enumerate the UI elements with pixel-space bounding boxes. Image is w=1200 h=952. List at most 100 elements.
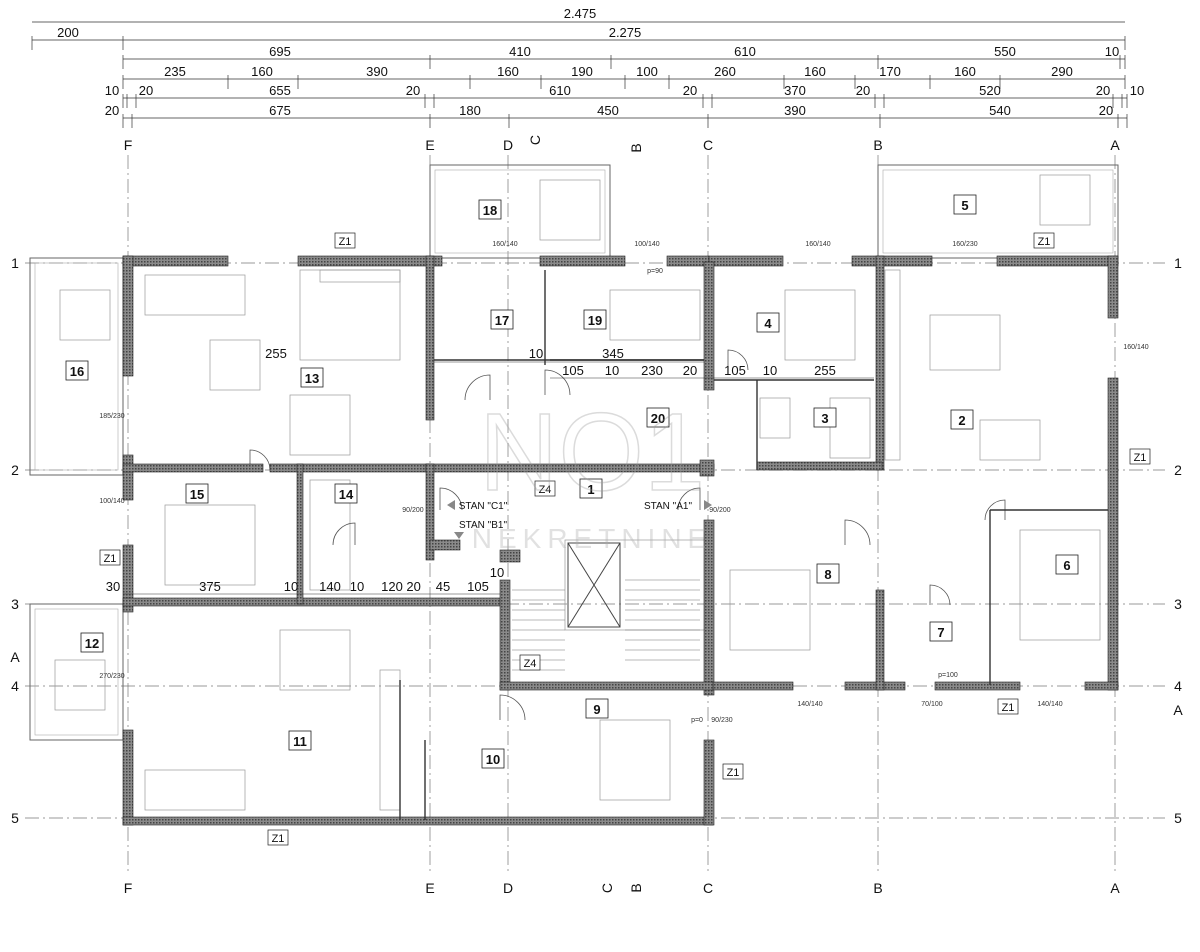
balcony-railing	[882, 169, 1114, 254]
tag-box	[519, 654, 541, 671]
dimension-label: 170	[879, 64, 901, 79]
dimension-label: 390	[784, 103, 806, 118]
dimension-label: 20	[139, 83, 153, 98]
tag-box	[334, 232, 356, 249]
opening-label: 160/140	[492, 241, 517, 248]
room-number-box	[756, 312, 780, 333]
opening-label: 90/200	[709, 507, 731, 514]
wall	[122, 729, 134, 826]
furniture-item	[759, 397, 791, 439]
wall	[122, 463, 264, 473]
dimension-label: 695	[269, 44, 291, 59]
axis-label-top: E	[425, 137, 434, 153]
room-number: 1	[587, 482, 594, 497]
axis-label-bottom: D	[503, 880, 513, 896]
axis-label-bottom: C	[703, 880, 713, 896]
axis-label-bottom: B	[873, 880, 882, 896]
axis-label-left: 1	[11, 255, 19, 271]
furniture-item	[829, 397, 871, 459]
door-swing	[464, 374, 491, 401]
furniture-item	[884, 269, 901, 461]
room-number: 16	[70, 364, 84, 379]
arrow-left-icon	[447, 500, 455, 510]
axis-label-top: A	[1110, 137, 1120, 153]
tag-box	[534, 480, 556, 497]
room-number-box	[300, 367, 324, 388]
opening-label: 185/230	[99, 413, 124, 420]
interior-dimension: 255	[814, 363, 836, 378]
wall	[1107, 255, 1119, 319]
dimension-label: 610	[549, 83, 571, 98]
interior-dimension: 10	[763, 363, 777, 378]
room-number-box	[583, 309, 607, 330]
furniture-item	[979, 419, 1041, 461]
tag-z1: Z1	[339, 236, 352, 248]
elevator-cross	[567, 542, 621, 628]
room-number-box	[185, 483, 209, 504]
axis-label-right: 1	[1174, 255, 1182, 271]
room-number: 13	[305, 371, 319, 386]
room-number: 17	[495, 313, 509, 328]
wall	[844, 681, 906, 691]
furniture-item	[609, 289, 701, 341]
dimension-label: 160	[251, 64, 273, 79]
wall	[425, 463, 435, 561]
interior-dimension: 30	[106, 579, 120, 594]
balcony-railing	[34, 262, 119, 471]
room-number: 3	[821, 411, 828, 426]
door-swing	[929, 584, 951, 606]
door-swing	[844, 519, 871, 546]
balconies	[29, 164, 1119, 741]
furniture-item	[289, 394, 351, 456]
wall	[703, 519, 715, 696]
room-number-box	[80, 632, 104, 653]
wall	[712, 681, 794, 691]
door-swing	[984, 499, 1006, 521]
wall	[708, 255, 784, 267]
opening-label: 70/100	[921, 701, 943, 708]
room-number-box	[585, 698, 609, 719]
watermark: NO1 NEKRETNINE	[472, 390, 706, 554]
axis-label-bottom: A	[1110, 880, 1120, 896]
room-number: 4	[764, 316, 772, 331]
interior-dimension: 10	[284, 579, 298, 594]
dimension-label: 160	[497, 64, 519, 79]
furniture-item	[54, 659, 106, 711]
furniture-item	[1039, 174, 1091, 226]
section-mark: C	[599, 883, 615, 893]
opening-label: 140/140	[797, 701, 822, 708]
door-swing	[439, 487, 463, 511]
dimension-label: 190	[571, 64, 593, 79]
dimension-label: 180	[459, 103, 481, 118]
wall	[269, 463, 431, 473]
axis-label-right: 2	[1174, 462, 1182, 478]
opening-label: 90/230	[711, 717, 733, 724]
dimension-label: 10	[1105, 44, 1119, 59]
wall	[703, 739, 715, 826]
axis-label-top: F	[124, 137, 133, 153]
dimension-label: 655	[269, 83, 291, 98]
wall	[429, 539, 461, 551]
wall	[699, 459, 715, 477]
dimension-label: 520	[979, 83, 1001, 98]
axis-label-left: 3	[11, 596, 19, 612]
interior-dimension: 10	[350, 579, 364, 594]
wall	[875, 589, 885, 691]
opening-label: 160/230	[952, 241, 977, 248]
room-number-box	[950, 409, 974, 430]
dimension-label: 160	[804, 64, 826, 79]
furniture-item	[309, 479, 351, 591]
dimension-label: 610	[734, 44, 756, 59]
opening-label: 270/230	[99, 673, 124, 680]
dimension-label: 290	[1051, 64, 1073, 79]
room-number-box	[953, 194, 977, 215]
interior-dimension: 345	[602, 346, 624, 361]
axis-label-left: 4	[11, 678, 19, 694]
furniture-item	[279, 629, 351, 691]
dimension-label: 450	[597, 103, 619, 118]
room-number-box	[929, 621, 953, 642]
tag-box	[1033, 232, 1055, 249]
balcony	[877, 164, 1119, 259]
